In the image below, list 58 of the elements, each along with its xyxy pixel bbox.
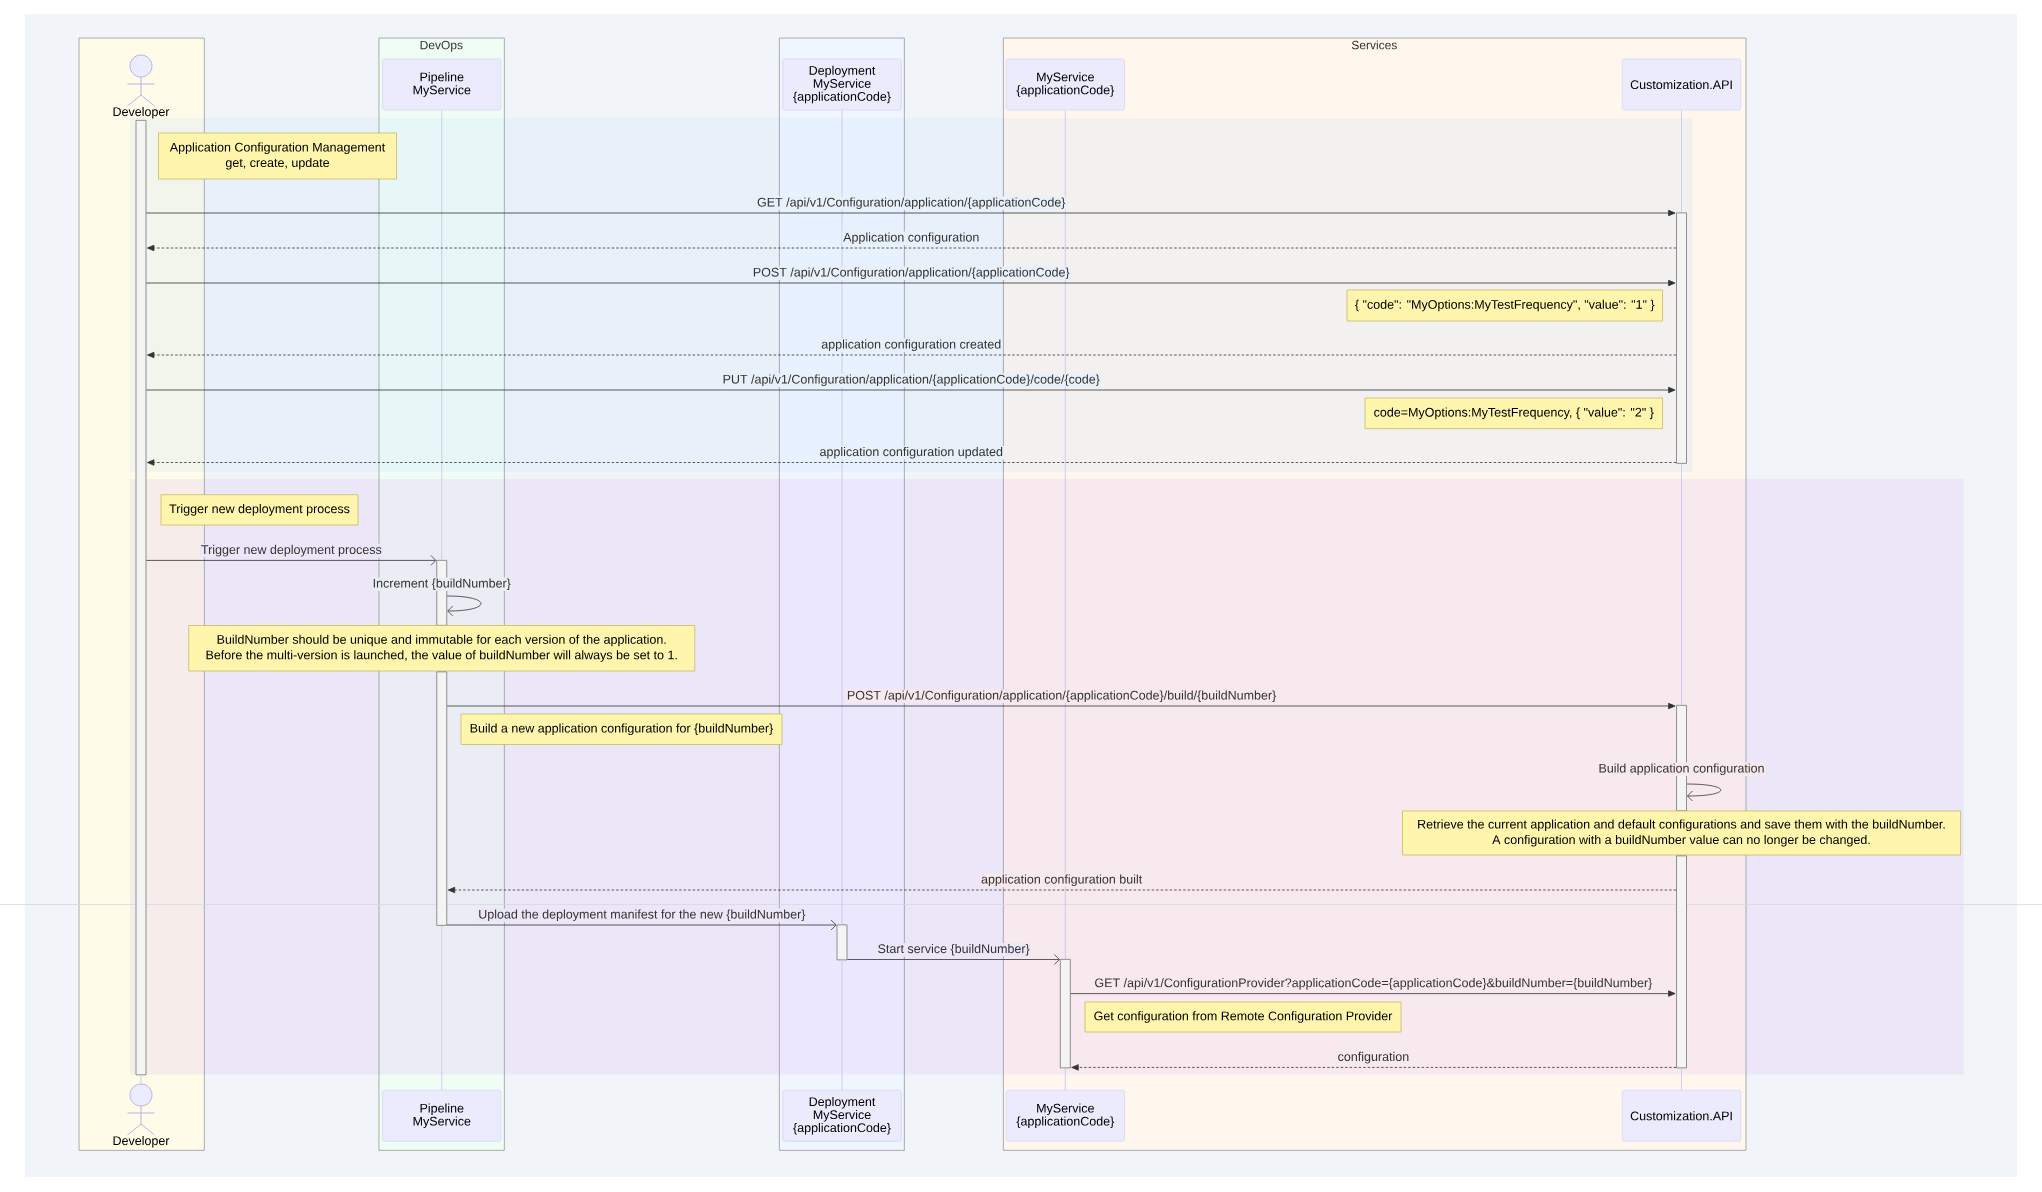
actor: Developer (113, 54, 170, 119)
edge-label: application configuration created (820, 338, 1003, 353)
note-box: Build a new application configuration for {buildNumber} (460, 713, 783, 745)
lifeline (1681, 1067, 1682, 1091)
lifeline (441, 109, 443, 561)
note-box: Application Configuration Management get, create, update (158, 132, 397, 180)
edge-label: Increment {buildNumber} (371, 577, 512, 592)
edge-label: Build application configuration (1597, 762, 1766, 777)
edge-label: Upload the deployment manifest for the new {buildNumber} (477, 908, 807, 923)
arrow (145, 209, 1676, 217)
note-box: code=MyOptions:MyTestFrequency, { "value": "2" } (1364, 397, 1663, 429)
arrow (846, 954, 1060, 965)
arrow (145, 555, 437, 566)
dashed-arrow (147, 459, 1677, 466)
edge-label: POST /api/v1/Configuration/application/{applicationCode} (751, 266, 1071, 281)
participant-box: Deployment MyService {applicationCode} (782, 1089, 902, 1142)
activation-bar (1676, 855, 1687, 1069)
self-loop-arrow (1686, 783, 1722, 802)
dashed-arrow (447, 886, 1677, 894)
arrow (145, 386, 1676, 394)
note-box: Retrieve the current application and default configurations and save them with the buildNumber. A configuration with a buildNumber value can no longer be changed. (1402, 810, 1961, 856)
actor: Developer (113, 1083, 170, 1148)
arrow (145, 279, 1676, 287)
activation-bar (436, 671, 448, 926)
lifeline (1064, 109, 1066, 960)
activation-bar (836, 924, 848, 961)
dashed-arrow (147, 244, 1677, 252)
participant-box: Customization.API (1621, 58, 1742, 111)
self-loop-arrow (446, 595, 482, 617)
activation-bar (1676, 212, 1687, 464)
participant-box: MyService {applicationCode} (1005, 1089, 1125, 1142)
edge-label: PUT /api/v1/Configuration/application/{applicationCode}/code/{code} (721, 373, 1101, 388)
note-box: { "code": "MyOptions:MyTestFrequency", "value": "1" } (1346, 289, 1663, 322)
activation-bar (135, 120, 147, 1076)
lifeline (1064, 1067, 1066, 1091)
participant-box: Deployment MyService {applicationCode} (782, 58, 902, 111)
arrow (446, 919, 837, 931)
participant-box: Pipeline MyService (382, 58, 502, 111)
dashed-arrow (147, 351, 1677, 359)
edge-label: GET /api/v1/ConfigurationProvider?applicationCode={applicationCode}&buildNumber={buildNumber} (1093, 977, 1654, 991)
participant-box: Customization.API (1621, 1089, 1742, 1142)
note-box: Trigger new deployment process (160, 494, 359, 526)
node-label: Developer (113, 1135, 170, 1148)
lifeline (1681, 463, 1682, 706)
activation-bar (1059, 959, 1071, 1069)
edge-label: POST /api/v1/Configuration/application/{applicationCode}/build/{buildNumber} (845, 689, 1278, 704)
participant-box: Pipeline MyService (382, 1089, 502, 1142)
dashed-arrow (1071, 1064, 1677, 1071)
lifeline (1681, 109, 1682, 213)
participant-box: MyService {applicationCode} (1005, 58, 1125, 111)
note-box: BuildNumber should be unique and immutable for each version of the application. Before the multi-version is launched, the value of buildNumber will always be set to 1. (188, 625, 696, 672)
edge-label: application configuration built (980, 873, 1144, 888)
arrow (446, 702, 1676, 710)
edge-label: Application configuration (842, 231, 981, 246)
node-label: Developer (113, 106, 170, 119)
note-box: Get configuration from Remote Configuration Provider (1084, 1001, 1402, 1033)
edge-label: GET /api/v1/Configuration/application/{applicationCode} (756, 196, 1067, 211)
arrow (1070, 990, 1676, 997)
